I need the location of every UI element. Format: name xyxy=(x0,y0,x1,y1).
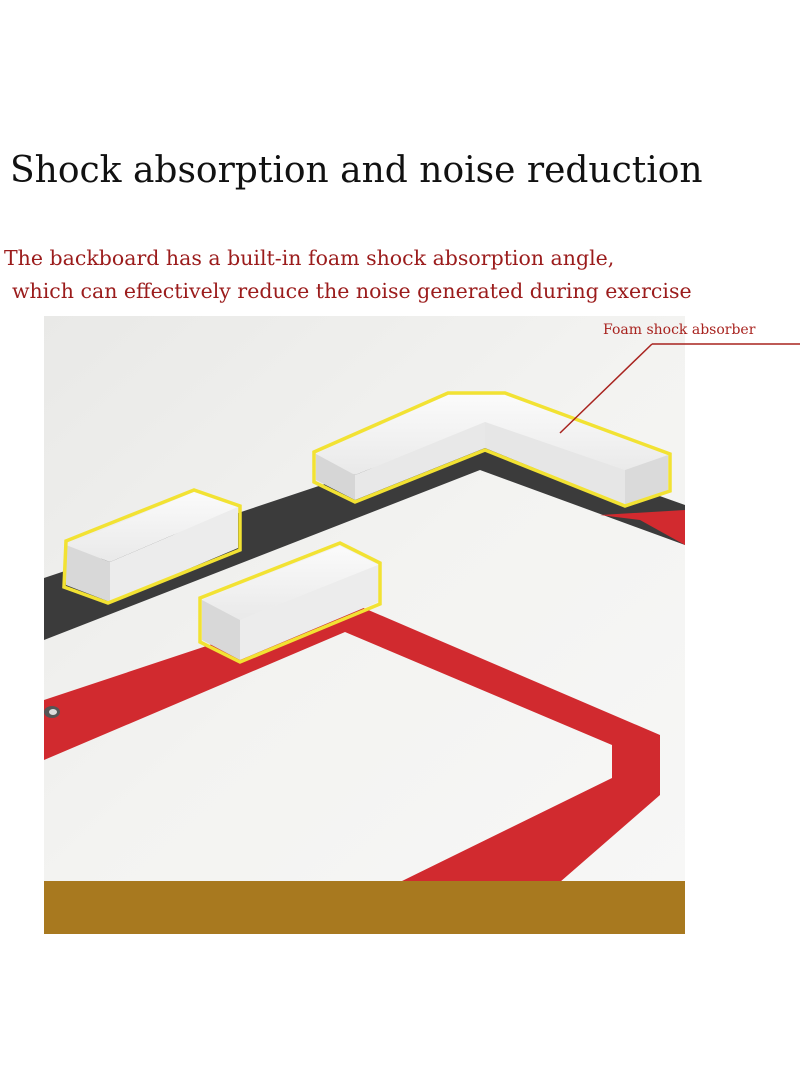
board-base xyxy=(44,881,685,934)
feature-description: The backboard has a built-in foam shock … xyxy=(4,242,692,308)
foam-block-corner xyxy=(312,391,672,508)
dark-frame-strip xyxy=(44,432,685,640)
page-title: Shock absorption and noise reduction xyxy=(10,150,703,191)
red-frame-upper xyxy=(600,510,685,545)
callout-pointer xyxy=(559,343,653,434)
description-line-1: The backboard has a built-in foam shock … xyxy=(4,246,615,270)
red-frame-lower xyxy=(44,600,660,882)
callout-label: Foam shock absorber xyxy=(603,322,756,338)
foam-block-middle xyxy=(198,541,382,664)
foam-block-left xyxy=(62,488,242,605)
description-line-2: which can effectively reduce the noise g… xyxy=(12,279,692,303)
